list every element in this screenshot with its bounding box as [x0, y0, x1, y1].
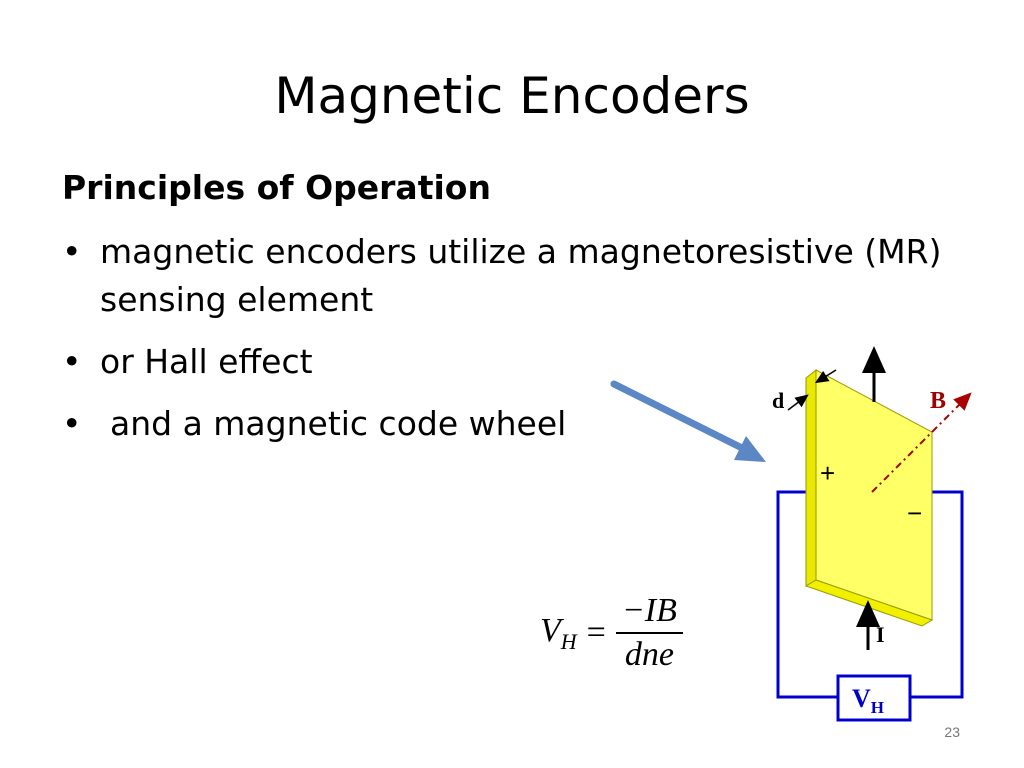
hall-voltage-formula: VH = −IB dne: [540, 592, 683, 674]
bullet-text: and a magnetic code wheel: [110, 404, 567, 443]
bullet-list: • magnetic encoders utilize a magnetores…: [62, 228, 962, 462]
bullet-item: • magnetic encoders utilize a magnetores…: [62, 228, 960, 324]
b-field-line: [871, 392, 972, 493]
voltmeter-box: [836, 674, 912, 722]
voltmeter-label: VH: [852, 684, 884, 717]
formula-denominator: dne: [624, 636, 674, 673]
bullet-text: or Hall effect: [100, 342, 313, 381]
pointer-arrow: [610, 380, 766, 462]
label-plus: +: [820, 458, 835, 488]
bullet-dot-icon: •: [62, 404, 82, 443]
bullet-dot-icon: •: [62, 342, 82, 381]
label-i: I: [876, 622, 885, 647]
bullet-text: magnetic encoders utilize a magnetoresis…: [100, 232, 942, 319]
section-heading: Principles of Operation: [62, 168, 491, 207]
voltmeter-v: V: [852, 684, 871, 713]
page-number: 23: [944, 724, 960, 740]
slide-title: Magnetic Encoders: [274, 67, 750, 125]
bullet-item: • and a magnetic code wheel: [62, 400, 962, 448]
circuit-wire: [776, 490, 964, 699]
hall-plate-side: [805, 368, 817, 587]
voltmeter-sub: H: [871, 698, 884, 717]
formula-numerator: −IB: [615, 592, 683, 634]
bullet-dot-icon: •: [62, 232, 82, 271]
thickness-arrow-left: [787, 394, 809, 411]
label-b: B: [930, 388, 946, 414]
formula-equals: =: [586, 614, 606, 651]
thickness-arrow-right: [814, 369, 837, 384]
bullet-item: • or Hall effect: [62, 338, 962, 386]
hall-plate-front: [815, 369, 933, 621]
formula-sub: H: [560, 628, 577, 654]
formula-lhs: VH: [540, 612, 577, 655]
formula-v: V: [540, 611, 561, 649]
formula-fraction: −IB dne: [615, 592, 683, 674]
label-minus: −: [907, 498, 922, 528]
label-d: d: [772, 388, 784, 413]
